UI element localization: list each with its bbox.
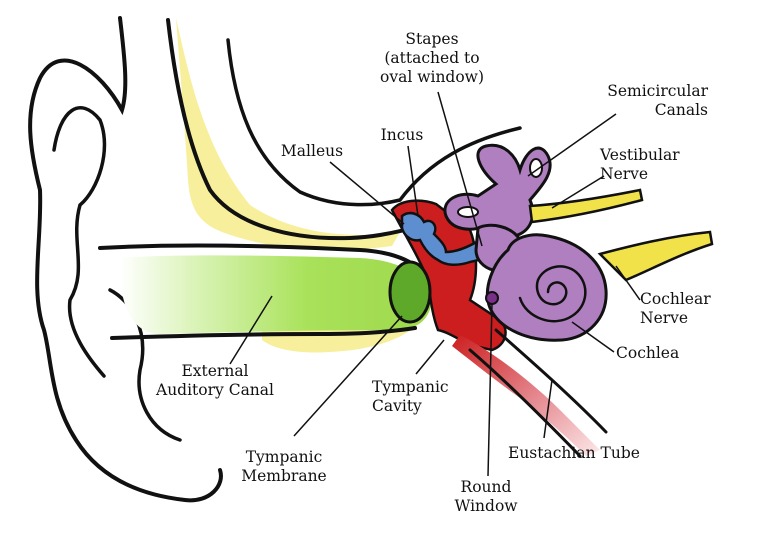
label-semicircular-canals-line-1: Semicircular bbox=[607, 82, 708, 100]
label-malleus: Malleus bbox=[274, 142, 350, 161]
cochlea-body bbox=[485, 233, 608, 342]
malleus-leader bbox=[329, 161, 405, 225]
tympanic-membrane-leader bbox=[293, 315, 403, 437]
label-stapes: Stapes (attached to oval window) bbox=[368, 30, 496, 87]
label-stapes-line-1: Stapes bbox=[405, 30, 459, 48]
eustachian-tube-wall-upper bbox=[494, 328, 608, 434]
external-auditory-canal-leader bbox=[229, 295, 273, 365]
eustachian-tube-leader bbox=[543, 379, 553, 439]
label-vestibular-nerve-line-2: Nerve bbox=[600, 165, 649, 183]
label-incus: Incus bbox=[372, 126, 432, 145]
cochlear-nerve bbox=[597, 230, 714, 282]
auditory-canal-bottom-wall bbox=[110, 326, 417, 340]
label-cochlea: Cochlea bbox=[616, 344, 696, 363]
label-cochlea-line-1: Cochlea bbox=[616, 344, 680, 362]
round-window bbox=[485, 291, 499, 305]
round-window-leader bbox=[487, 303, 493, 477]
label-semicircular-canals-line-2: Canals bbox=[654, 101, 708, 119]
label-cochlear-nerve-line-1: Cochlear bbox=[640, 290, 711, 308]
eustachian-tube-wall-lower bbox=[468, 348, 582, 458]
auricle-inner-fold bbox=[52, 106, 107, 378]
upper-bone-region bbox=[176, 18, 400, 250]
skull-outline-top bbox=[226, 38, 522, 207]
auricle-outline bbox=[28, 16, 223, 503]
label-external-auditory-canal-line-1: External bbox=[181, 362, 249, 380]
label-eustachian-tube: Eustachian Tube bbox=[508, 444, 658, 463]
label-round-window: Round Window bbox=[444, 478, 528, 516]
label-vestibular-nerve: Vestibular Nerve bbox=[600, 146, 700, 184]
label-stapes-line-2: (attached to bbox=[384, 49, 480, 67]
label-eustachian-tube-line-1: Eustachian Tube bbox=[508, 444, 640, 462]
tympanic-cavity-leader bbox=[415, 339, 445, 375]
label-semicircular-canals: Semicircular Canals bbox=[586, 82, 708, 120]
label-external-auditory-canal: External Auditory Canal bbox=[150, 362, 280, 400]
label-tympanic-cavity-line-1: Tympanic bbox=[372, 378, 449, 396]
label-tympanic-membrane-line-2: Membrane bbox=[241, 467, 327, 485]
leader-lines bbox=[229, 91, 641, 477]
label-cochlear-nerve-line-2: Nerve bbox=[640, 309, 689, 327]
label-tympanic-cavity: Tympanic Cavity bbox=[372, 378, 462, 416]
semicircular-canals-leader bbox=[527, 113, 617, 177]
label-malleus-line-1: Malleus bbox=[280, 142, 344, 160]
cochlea-leader bbox=[571, 321, 615, 353]
auditory-canal-fill bbox=[119, 255, 433, 334]
cochlea-spiral bbox=[518, 265, 587, 323]
semicircular-canal-hole-1 bbox=[457, 206, 479, 218]
label-vestibular-nerve-line-1: Vestibular bbox=[600, 146, 680, 164]
incus-leader bbox=[407, 145, 419, 217]
label-external-auditory-canal-line-2: Auditory Canal bbox=[156, 381, 274, 399]
vestibular-nerve bbox=[528, 188, 644, 224]
label-tympanic-membrane: Tympanic Membrane bbox=[236, 448, 332, 486]
cochlear-nerve-leader bbox=[615, 265, 641, 301]
vestibular-nerve-leader bbox=[551, 175, 605, 209]
tympanic-membrane bbox=[388, 260, 432, 324]
stapes-leader bbox=[437, 91, 483, 247]
label-tympanic-membrane-line-1: Tympanic bbox=[245, 448, 323, 466]
label-cochlear-nerve: Cochlear Nerve bbox=[640, 290, 736, 328]
label-tympanic-cavity-line-2: Cavity bbox=[372, 397, 422, 415]
label-round-window-line-2: Window bbox=[454, 497, 518, 515]
label-stapes-line-3: oval window) bbox=[380, 68, 484, 86]
label-incus-line-1: Incus bbox=[380, 126, 424, 144]
label-round-window-line-1: Round bbox=[460, 478, 512, 496]
